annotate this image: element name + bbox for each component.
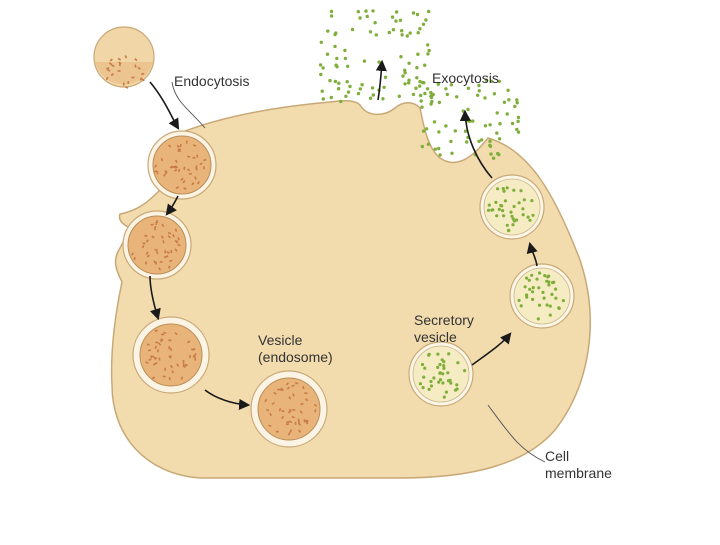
label-endosome: (endosome)	[258, 349, 333, 365]
endocytic-vesicle-1	[147, 130, 217, 200]
label-vesicle: Vesicle	[258, 332, 303, 348]
secretion-cloud-lower	[419, 78, 521, 160]
secretion-cloud-upper	[318, 9, 431, 104]
secretory-vesicle-2	[509, 263, 575, 329]
label-endocytosis: Endocytosis	[174, 73, 250, 89]
arrow-endocytosis-in	[149, 81, 180, 130]
leader-cell-membrane	[487, 404, 546, 463]
label-cell: Cell	[545, 448, 570, 464]
endocytic-vesicle-2	[122, 210, 192, 280]
arrow-to-endosome	[204, 389, 251, 411]
label-secretory: Secretory	[414, 312, 474, 328]
arrow-secretory-2-to-3	[526, 241, 538, 267]
incoming-vesicle	[93, 26, 155, 89]
endosome-vesicle	[250, 370, 328, 448]
leader-lines	[171, 81, 546, 463]
leader-endocytosis	[171, 81, 206, 129]
arrow-secretory-1-to-2	[471, 332, 512, 366]
secretory-vesicle-1	[408, 341, 474, 407]
endocytic-vesicle-3	[132, 316, 210, 394]
arrow-exocytosis-upper	[375, 59, 387, 101]
arrow-exocytosis-lower	[459, 109, 493, 179]
secretory-vesicle-3	[479, 174, 545, 240]
arrow-vesicle1-to-2	[165, 195, 179, 216]
arrow-vesicle2-to-3	[149, 275, 161, 321]
label-membrane: membrane	[545, 465, 612, 481]
label-secretory-vesicle: vesicle	[414, 329, 457, 345]
process-arrows	[149, 59, 538, 411]
label-exocytosis: Exocytosis	[432, 70, 499, 86]
